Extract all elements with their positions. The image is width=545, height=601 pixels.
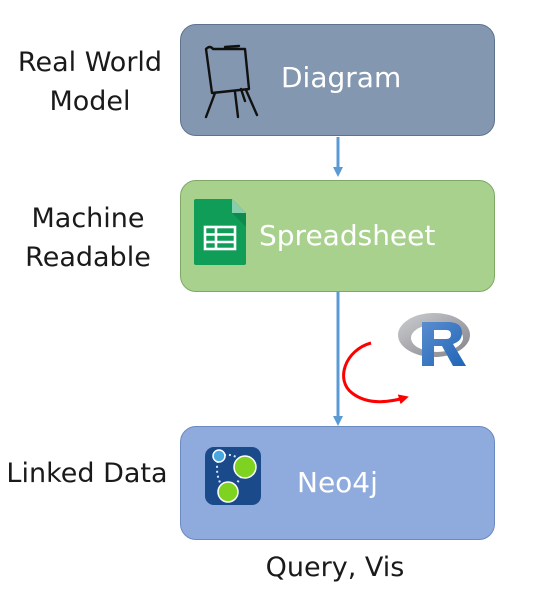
neo4j-icon [205,447,261,505]
spreadsheet-box[interactable]: Spreadsheet [180,180,495,292]
neo4j-title: Neo4j [297,466,378,499]
flipchart-icon [204,44,259,119]
r-logo-icon [398,313,470,366]
diagram-title: Diagram [281,61,402,94]
stage-label-real-world-model: Real World Model [17,47,163,117]
stage-label-linked-data: Linked Data [6,458,168,489]
footer-query-vis: Query, Vis [265,552,405,583]
spreadsheet-icon [194,199,246,265]
transform-loop-arrow [342,341,409,405]
diagram-box[interactable]: Diagram [180,24,495,136]
neo4j-box[interactable]: Neo4j [180,426,495,540]
spreadsheet-title: Spreadsheet [259,219,436,252]
stage-label-machine-readable: Machine Readable [25,203,151,273]
